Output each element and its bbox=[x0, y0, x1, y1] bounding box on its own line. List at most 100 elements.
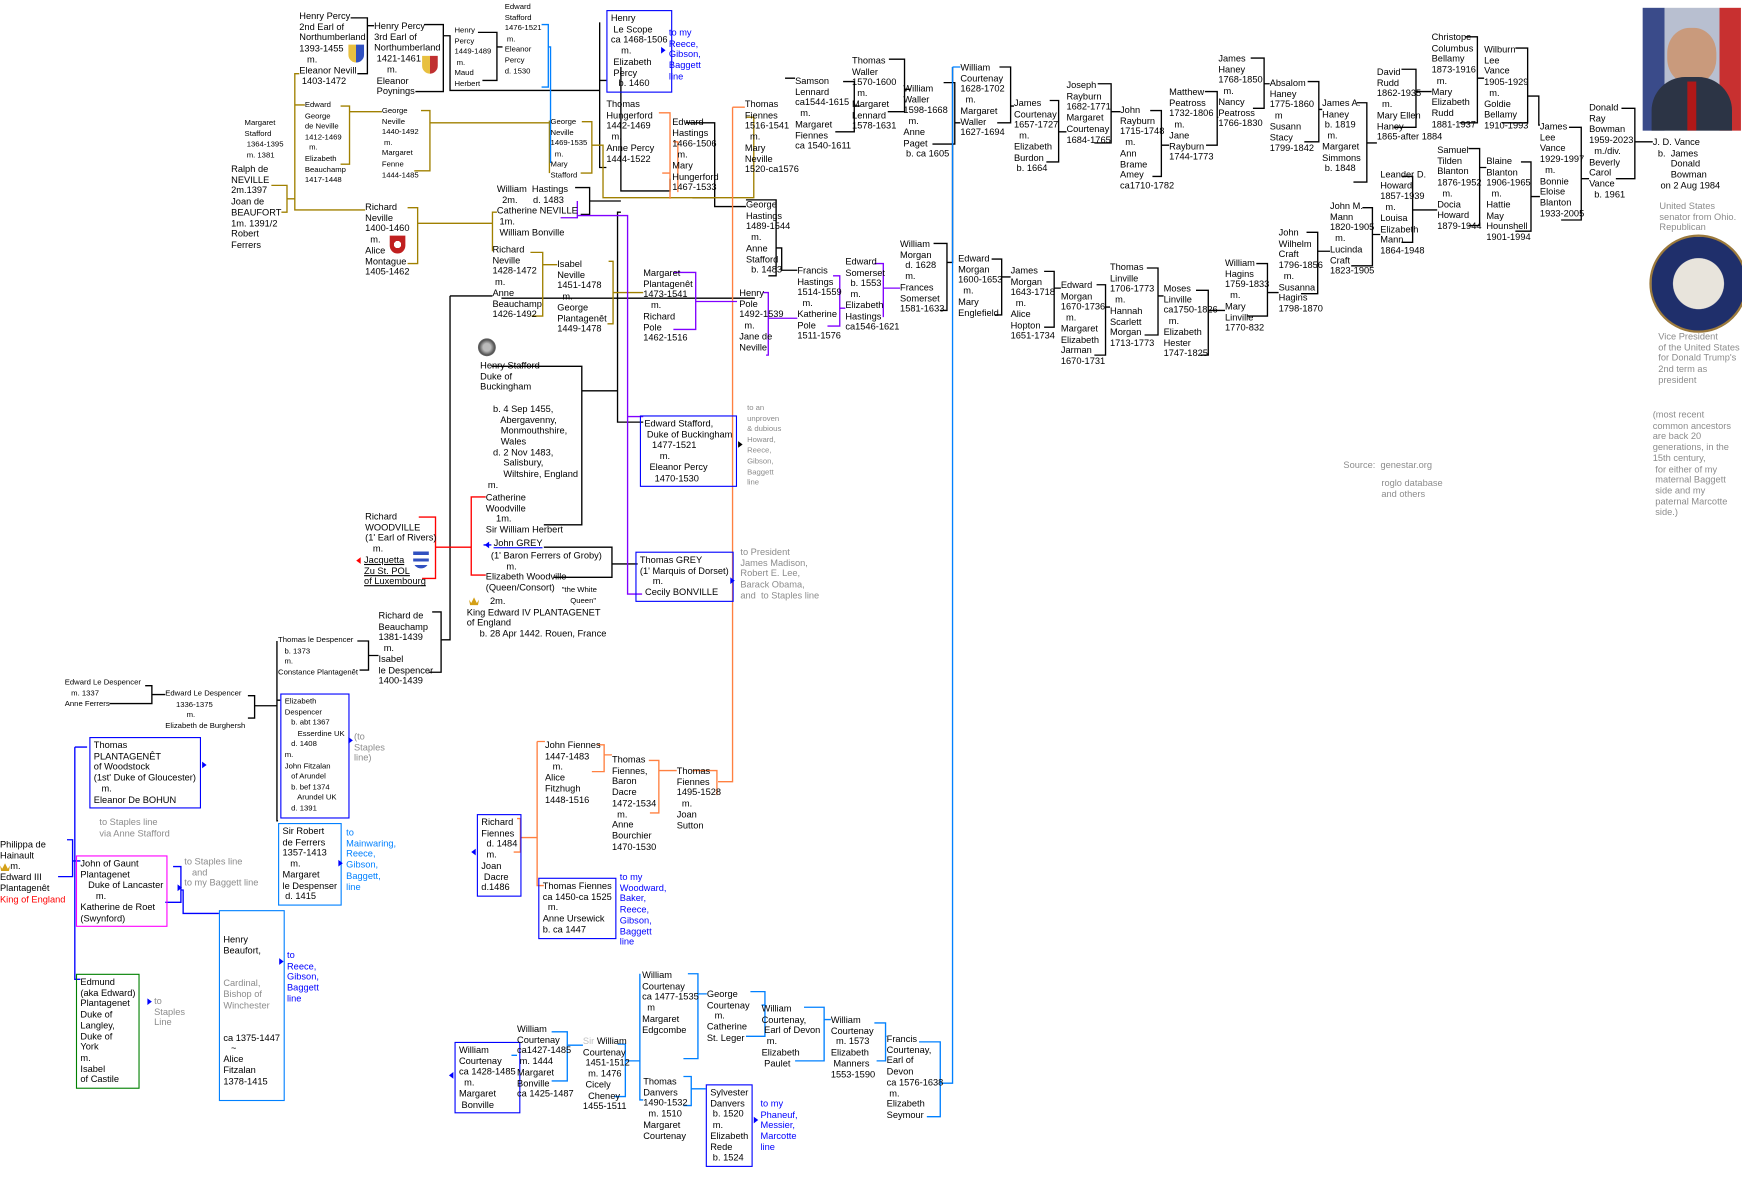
person-sylvester-danvers-box: Sylvester Danvers b. 1520 m. Elizabeth R… bbox=[705, 1084, 753, 1167]
coat-of-arms-icon bbox=[413, 550, 429, 569]
person-thomas-fiennes-1450-box: Thomas Fiennes ca 1450-ca 1525 m. Anne U… bbox=[538, 877, 617, 939]
person-william-courtenay-earl: William Courtenay, Earl of Devon m. Eliz… bbox=[761, 1002, 821, 1069]
person-richard-neville-1400: Richard Neville 1400-1460 m. Alice Monta… bbox=[365, 201, 410, 278]
person-elizabeth-despencer-box: Elizabeth Despencer b. abt 1367 Esserdin… bbox=[280, 693, 350, 819]
person-richard-fiennes-box: Richard Fiennes d. 1484 m. Joan Dacre d.… bbox=[476, 814, 522, 897]
elizabeth-despencer-note: (to Staples line) bbox=[353, 730, 385, 764]
person-philippa-edward-iii: Philippa de Hainault m. Edward III Plant… bbox=[0, 838, 50, 894]
person-thomas-hungerford: Thomas Hungerford 1442-1469 m. Anne Perc… bbox=[606, 98, 655, 164]
triangle-arrow-icon bbox=[147, 998, 152, 1006]
person-david-rudd: David Rudd 1862-1935 m. Mary Ellen Haney… bbox=[1376, 65, 1443, 143]
person-thomas-fiennes-baron-dacre: Thomas Fiennes, Baron Dacre 1472-1534 m.… bbox=[611, 753, 657, 852]
person-absalom-haney: Absalom Haney 1775-1860 m Susann Stacy 1… bbox=[1269, 77, 1315, 154]
triangle-arrow-icon bbox=[471, 848, 476, 856]
person-francis-courtenay: Francis Courtenay, Earl of Devon ca 1576… bbox=[886, 1032, 944, 1120]
person-matthew-peatross: Matthew Peatross 1732-1806 m. Jane Raybu… bbox=[1169, 85, 1214, 163]
person-leander-howard: Leander D. Howard 1857-1939 m. Louisa El… bbox=[1380, 168, 1427, 256]
person-henry-percy-2nd-earl: Henry Percy 2nd Earl of Northumberland 1… bbox=[299, 10, 366, 87]
link-mainwaring-reece[interactable]: to Mainwaring, Reece, Gibson, Baggett, l… bbox=[346, 826, 397, 892]
triangle-arrow-icon bbox=[753, 1116, 759, 1124]
link-phaneuf-messier-marcotte[interactable]: to my Phaneuf, Messier, Marcotte line bbox=[760, 1097, 798, 1153]
person-robert-de-ferrers-box: Sir Robert de Ferrers 1357-1413 m. Marga… bbox=[278, 823, 342, 906]
person-thomas-waller: Thomas Waller 1570-1600 m. Margaret Lenn… bbox=[852, 54, 897, 131]
person-george-courtenay: George Courtenay m. Catherine St. Leger bbox=[706, 988, 750, 1043]
link-reece-gibson-baggett-beaufort[interactable]: to Reece, Gibson, Baggett line bbox=[286, 949, 319, 1004]
vice-president-seal bbox=[1649, 234, 1742, 333]
coat-of-arms-icon bbox=[389, 235, 406, 254]
link-woodward-baker[interactable]: to my Woodward, Baker, Reece, Gibson, Ba… bbox=[619, 871, 667, 948]
beaufort-name: Henry Beaufort, bbox=[223, 934, 261, 957]
triangle-arrow-icon bbox=[730, 577, 735, 585]
person-margaret-plantagenet: Margaret Plantagenêt 1473-1541 m. Richar… bbox=[643, 266, 693, 344]
source-details: roglo database and others bbox=[1381, 476, 1443, 499]
person-edward-george-de-neville: Edward George de Neville 1412-1469 m. El… bbox=[304, 101, 346, 185]
edmund-note: to Staples Line bbox=[154, 994, 186, 1028]
person-john-m-mann: John M. Mann 1820-1905 m. Lucinda Craft … bbox=[1329, 199, 1375, 277]
person-george-hastings: George Hastings 1489-1544 m. Anne Staffo… bbox=[745, 198, 791, 275]
person-samson-lennard: Samson Lennard ca1544-1615 m. Margaret F… bbox=[795, 74, 852, 151]
person-william-hastings: William Hastings 2m. d. 1483 Catherine N… bbox=[496, 183, 578, 238]
person-henry-percy-3rd-earl: Henry Percy 3rd Earl of Northumberland 1… bbox=[374, 20, 441, 97]
triangle-arrow-icon bbox=[661, 46, 666, 54]
person-joseph-rayburn: Joseph Rayburn 1682-1771 Margaret Courte… bbox=[1066, 79, 1111, 145]
white-queen-note: "the White Queen" bbox=[561, 586, 597, 605]
person-thomas-danvers: Thomas Danvers 1490-1532 m. 1510 Margare… bbox=[643, 1075, 688, 1141]
person-george-neville-1440: George Neville 1440-1492 m. Margaret Fen… bbox=[381, 107, 419, 180]
person-james-a-haney: James A. Haney b. 1819 m. Margaret Simmo… bbox=[1322, 97, 1361, 174]
person-thomas-le-despencer: Thomas le Despencer b. 1373 m. Constance… bbox=[278, 636, 359, 677]
person-thomas-fiennes-1495: Thomas Fiennes 1495-1528 m. Joan Sutton bbox=[676, 764, 722, 831]
person-william-courtenay-1427: William Courtenay ca1427-1485 m. 1444 Ma… bbox=[517, 1022, 574, 1100]
person-edward-morgan-1600: Edward Morgan 1600-1653 m. Mary Englefie… bbox=[958, 252, 1003, 318]
person-edward-somerset: Edward Somerset b. 1553 m. Elizabeth Has… bbox=[845, 255, 900, 332]
triangle-arrow-icon bbox=[202, 761, 207, 769]
person-william-courtenay-1477: William Courtenay ca 1477-1535 m Margare… bbox=[642, 969, 699, 1035]
link-jacquetta[interactable]: Jacquetta Zu St. POL of Luxembourg bbox=[364, 553, 426, 587]
person-margaret-stafford: Margaret Stafford 1364-1395 m. 1381 bbox=[244, 119, 284, 160]
person-john-of-gaunt-box: John of Gaunt Plantagenet Duke of Lancas… bbox=[75, 855, 168, 928]
person-richard-de-beauchamp: Richard de Beauchamp 1381-1439 m. Isabel… bbox=[378, 609, 434, 686]
person-william-courtenay-1428-box: William Courtenay ca 1428-1485 m. Margar… bbox=[454, 1041, 521, 1114]
person-edward-le-despencer-1336: Edward Le Despencer 1336-1375 m. Elizabe… bbox=[165, 690, 246, 731]
triangle-arrow-icon bbox=[356, 557, 361, 564]
person-edmund-box: Edmund (aka Edward) Plantagenet Duke of … bbox=[75, 973, 140, 1089]
person-william-courtenay-1573: William Courtenay m. 1573 Elizabeth Mann… bbox=[830, 1013, 876, 1080]
person-francis-hastings: Francis Hastings 1514-1559 m. Katherine … bbox=[797, 264, 842, 341]
sir-prefix: Sir bbox=[582, 1035, 595, 1047]
person-edward-hastings: Edward Hastings 1466-1506 m. Mary Hunger… bbox=[672, 116, 719, 193]
link-john-grey[interactable]: John GREY bbox=[493, 537, 543, 549]
person-henry-pole: Henry Pole 1492-1539 m. Jane de Neville bbox=[739, 286, 784, 353]
person-richard-neville-1428: Richard Neville 1428-1472 m. Anne Beauch… bbox=[492, 243, 542, 320]
link-reece-gibson-baggett[interactable]: to my Reece, Gibson, Baggett line bbox=[668, 26, 701, 82]
person-ralph-de-neville: Ralph de NEVILLE 2m.1397 Joan de BEAUFOR… bbox=[231, 163, 282, 251]
person-george-neville-1469: George Neville 1469-1535 m. Mary Staffor… bbox=[550, 118, 588, 180]
triangle-arrow-icon bbox=[279, 958, 284, 965]
woodstock-note: to Staples line via Anne Stafford bbox=[99, 816, 170, 839]
person-william-waller: William Waller 1598-1668 m. Anne Paget b… bbox=[903, 82, 950, 159]
person-jd-vance: J. D. Vance b. James Donald Bowman on 2 … bbox=[1652, 136, 1721, 191]
person-james-courtenay: James Courtenay 1657-1727 m. Elizabeth B… bbox=[1013, 97, 1059, 174]
person-moses-linville: Moses Linville ca1750-1826 m. Elizabeth … bbox=[1163, 282, 1218, 359]
person-blaine-blanton: Blaine Blanton 1906-1965 m. Hattie May H… bbox=[1486, 155, 1531, 243]
person-edward-stafford-1476: Edward Stafford 1476-1521 m. Eleanor Per… bbox=[504, 3, 542, 76]
person-samuel-tilden-blanton: Samuel Tilden Blanton 1876-1952 m. Docia… bbox=[1437, 144, 1482, 232]
person-james-morgan: James Morgan 1643-1718 m. Alice Hopton 1… bbox=[1010, 264, 1055, 341]
person-elizabeth-woodville: (1' Baron Ferrers of Groby) m. Elizabeth… bbox=[485, 549, 602, 594]
person-isabel-neville: Isabel Neville 1451-1478 m. George Plant… bbox=[557, 257, 607, 335]
person-richard-woodville: Richard WOODVILLE (1' Earl of Rivers) m. bbox=[365, 510, 437, 555]
gaunt-note: to Staples line and to my Baggett line bbox=[184, 855, 259, 889]
person-edward-le-despencer-1337: Edward Le Despencer m. 1337 Anne Ferrers bbox=[64, 678, 141, 709]
person-henry-percy-1449: Henry Percy 1449-1489 m. Maud Herbert bbox=[454, 26, 492, 89]
thomas-grey-note: to President James Madison, Robert E. Le… bbox=[740, 546, 820, 601]
triangle-arrow-icon bbox=[484, 541, 490, 549]
triangle-arrow-icon bbox=[738, 441, 743, 448]
triangle-arrow-icon bbox=[348, 737, 353, 744]
senator-caption: United States senator from Ohio. Republi… bbox=[1659, 199, 1737, 233]
king-of-england-label: King of England bbox=[0, 893, 66, 905]
vice-president-caption: Vice President of the United States for … bbox=[1658, 330, 1740, 386]
triangle-arrow-icon bbox=[338, 859, 343, 867]
person-james-haney: James Haney 1768-1850 m. Nancy Peatross … bbox=[1218, 52, 1263, 129]
coat-of-arms-icon bbox=[348, 44, 365, 63]
person-edward-morgan-1670: Edward Morgan 1670-1736 m. Margaret Eliz… bbox=[1060, 279, 1106, 367]
crown-icon bbox=[0, 863, 11, 872]
